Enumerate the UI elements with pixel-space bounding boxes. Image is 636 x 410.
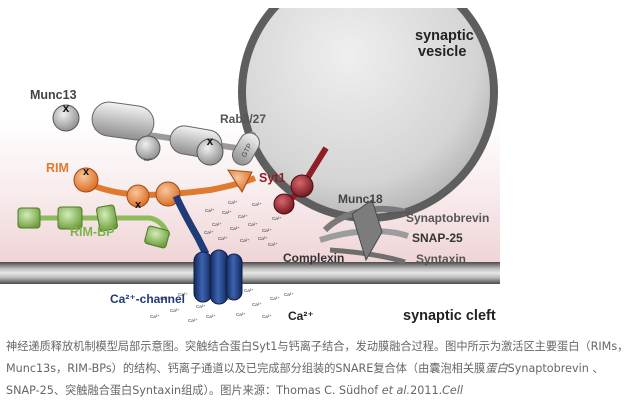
- ca-ion: Ca²⁺: [240, 238, 250, 243]
- rim-label: RIM: [46, 161, 69, 175]
- munc13: [52, 101, 251, 166]
- ca-ion: Ca²⁺: [268, 242, 278, 247]
- synaptobrevin-label: Synaptobrevin: [406, 211, 489, 225]
- ca-ion: Ca²⁺: [170, 308, 180, 313]
- snap25-label: SNAP-25: [412, 231, 463, 245]
- ca-channel-label: Ca²⁺-channel: [110, 292, 185, 306]
- ca-ion: Ca²⁺: [252, 202, 262, 207]
- rim: [73, 167, 257, 208]
- vesicle-label-line2: vesicle: [418, 44, 466, 60]
- caption-text-5: 2011.: [410, 384, 443, 397]
- syt1: [273, 146, 329, 215]
- munc18-label: Munc18: [338, 192, 383, 206]
- caption-text-1: 神经递质释放机制模型局部示意图。突触结合蛋白Syt1与钙离子结合，发动膜融合过程…: [6, 340, 629, 375]
- ca-ion: Ca²⁺: [236, 312, 246, 317]
- ca-ion: Ca²⁺: [178, 292, 188, 297]
- caption-text-4: et al.: [381, 384, 411, 397]
- munc13-label: Munc13: [30, 88, 77, 102]
- snare-complex: [319, 199, 411, 265]
- ca-ion: Ca²⁺: [218, 236, 228, 241]
- syt1-label: Syt1: [259, 171, 285, 185]
- ca-ion: Ca²⁺: [272, 216, 282, 221]
- rim-bp-label: RIM-BP: [70, 225, 114, 239]
- ca-ion: Ca²⁺: [230, 226, 240, 231]
- ca-channel: [172, 194, 243, 305]
- synaptic-cleft-label: synaptic cleft: [403, 308, 496, 324]
- ca-ion: Ca²⁺: [270, 296, 280, 301]
- syntaxin-label: Syntaxin: [416, 252, 466, 266]
- ca-ion: Ca²⁺: [262, 314, 272, 319]
- ca-ion: Ca²⁺: [160, 296, 170, 301]
- calcium-ions: Ca²⁺Ca²⁺Ca²⁺Ca²⁺Ca²⁺Ca²⁺Ca²⁺Ca²⁺Ca²⁺Ca²⁺…: [150, 200, 294, 323]
- ca-ion: Ca²⁺: [226, 296, 236, 301]
- ca-ion: Ca²⁺: [228, 200, 238, 205]
- ca-ion: Ca²⁺: [244, 288, 254, 293]
- ca-ion: Ca²⁺: [262, 228, 272, 233]
- ca-ion: Ca²⁺: [252, 302, 262, 307]
- ca-ion: Ca²⁺: [222, 210, 232, 215]
- munc13-cross-1: x: [63, 101, 70, 115]
- ca-ion: Ca²⁺: [238, 214, 248, 219]
- plasma-membrane: [0, 262, 500, 284]
- vesicle-label-line1: synaptic: [415, 28, 474, 44]
- caption-text-3: Synaptobrevin 、SNAP-25、突触融合蛋白Syntaxin组成）…: [6, 362, 604, 397]
- rab3-27: [232, 130, 260, 166]
- rim-cross-2: x: [135, 199, 142, 211]
- rim-bp: [17, 204, 171, 249]
- munc13-ca-label: Ca²⁺: [144, 157, 153, 162]
- ca-ion: Ca²⁺: [196, 304, 206, 309]
- ca-ion: Ca²⁺: [248, 222, 258, 227]
- figure-caption: 神经递质释放机制模型局部示意图。突触结合蛋白Syt1与钙离子结合，发动膜融合过程…: [6, 336, 630, 402]
- ca-ion-label: Ca²⁺: [288, 309, 314, 323]
- munc13-cross-2: x: [207, 134, 214, 148]
- ca-ion: Ca²⁺: [204, 230, 214, 235]
- ca-ion: Ca²⁺: [188, 318, 198, 323]
- rim-cross-1: x: [83, 166, 90, 178]
- caption-text-2: 蛋白: [485, 362, 508, 375]
- ca-ion: Ca²⁺: [258, 236, 268, 241]
- synaptic-vesicle: [238, 0, 498, 222]
- rab3-27-label: Rab3/27: [220, 112, 266, 126]
- ca-ion: Ca²⁺: [205, 208, 215, 213]
- ca-ion: Ca²⁺: [206, 314, 216, 319]
- ca-ion: Ca²⁺: [284, 292, 294, 297]
- ca-ion: Ca²⁺: [150, 314, 160, 319]
- caption-text-6: Cell: [442, 384, 464, 397]
- complexin-label: Complexin: [283, 251, 344, 265]
- ca-ion: Ca²⁺: [212, 222, 222, 227]
- synapse-diagram: Munc13 x x Ca²⁺ Rab3/27 GTP RIM x x RIM-…: [0, 0, 500, 324]
